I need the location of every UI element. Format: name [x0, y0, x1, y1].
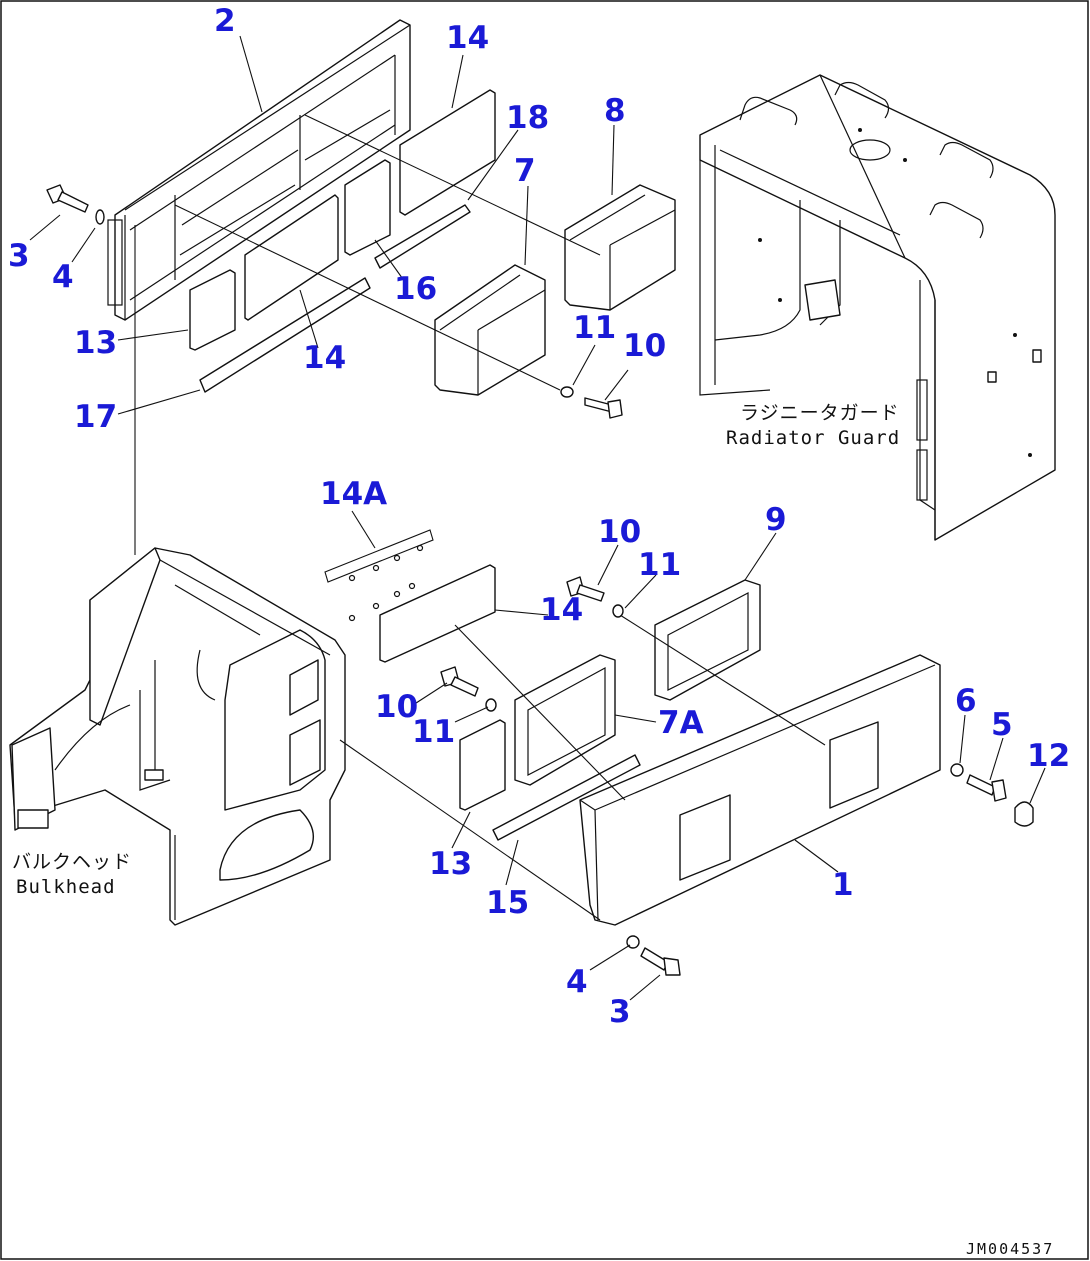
- callout-3-lower: 3: [609, 994, 631, 1030]
- panel-14-lower: [379, 564, 496, 663]
- callout-13-top: 13: [74, 325, 117, 361]
- callout-11-lower: 11: [412, 714, 455, 750]
- radiator-guard-label-jp: ラジニータガード: [740, 402, 900, 424]
- radiator-guard-label-en: Radiator Guard: [726, 427, 900, 449]
- callout-6: 6: [955, 683, 977, 719]
- washer-11-mid: [612, 604, 624, 618]
- callout-11-mid: 11: [638, 547, 681, 583]
- radiator-guard-drawing: [699, 74, 1056, 541]
- callout-14-lower: 14: [540, 592, 583, 628]
- callout-16: 16: [394, 271, 437, 307]
- washer-11-lower: [485, 698, 497, 712]
- panel-14-mid: [244, 194, 339, 321]
- callout-8: 8: [604, 93, 626, 129]
- document-id: JM004537: [966, 1240, 1054, 1258]
- callout-2: 2: [214, 3, 236, 39]
- callout-18: 18: [506, 100, 549, 136]
- washer-6: [950, 763, 964, 777]
- callout-10-lower: 10: [375, 689, 418, 725]
- frame-9: [654, 579, 761, 701]
- washer-11-top: [560, 386, 574, 398]
- bolt-3-top: [46, 184, 89, 213]
- callout-5: 5: [991, 707, 1013, 743]
- pad-13-lower: [459, 719, 506, 811]
- callout-leaders: [29, 35, 1046, 1001]
- bolt-3-lower: [640, 947, 681, 976]
- duct-8: [564, 184, 676, 311]
- pad-13-top: [189, 269, 236, 351]
- strip-15: [492, 754, 641, 841]
- bulkhead-label-jp: バルクヘッド: [12, 851, 132, 873]
- callout-17: 17: [74, 399, 117, 435]
- callout-14A: 14A: [320, 476, 387, 512]
- side-cover-part-1: [579, 654, 941, 926]
- frame-7A: [514, 654, 616, 786]
- bolt-10-top: [584, 397, 623, 419]
- callout-10-top: 10: [623, 328, 666, 364]
- callout-15: 15: [486, 885, 529, 921]
- strip-18: [374, 204, 471, 269]
- plate-14A: [324, 529, 434, 622]
- callout-14-mid: 14: [303, 340, 346, 376]
- callout-4-top: 4: [52, 259, 74, 295]
- callout-1: 1: [832, 867, 854, 903]
- callout-9: 9: [765, 502, 787, 538]
- callout-4-lower: 4: [566, 964, 588, 1000]
- callout-3-top: 3: [8, 238, 30, 274]
- callout-12: 12: [1027, 738, 1070, 774]
- callout-11-top: 11: [573, 310, 616, 346]
- washer-4-top: [95, 209, 105, 225]
- duct-7: [434, 264, 546, 396]
- callout-13-lower: 13: [429, 846, 472, 882]
- pad-16: [344, 159, 391, 256]
- cap-12: [1014, 801, 1034, 827]
- callout-7: 7: [514, 153, 536, 189]
- callout-7A: 7A: [658, 705, 704, 741]
- upper-frame-part: [107, 19, 411, 321]
- strip-17: [199, 277, 371, 393]
- callout-14-top: 14: [446, 20, 489, 56]
- panel-14-top: [399, 89, 496, 216]
- bolt-10-lower: [440, 666, 479, 697]
- bolt-10-mid: [566, 576, 605, 602]
- bolt-5: [966, 774, 1007, 802]
- bulkhead-drawing: [9, 547, 346, 926]
- callout-10-mid: 10: [598, 514, 641, 550]
- bulkhead-label-en: Bulkhead: [16, 876, 116, 898]
